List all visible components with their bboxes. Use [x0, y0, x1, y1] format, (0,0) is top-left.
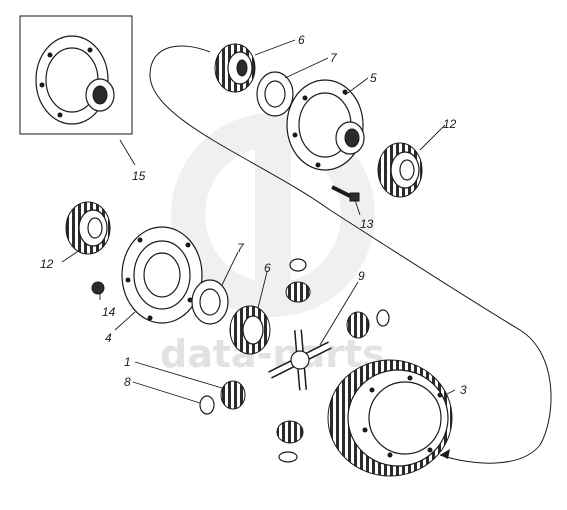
- washer-small-right: [376, 309, 390, 327]
- gear-6-top: [214, 43, 256, 93]
- bearing-12-right: [377, 142, 423, 198]
- bearing-12-left: [65, 201, 111, 255]
- callout-7-top: 7: [330, 51, 338, 65]
- ring-gear-3: [327, 359, 453, 477]
- bolt-13: [331, 185, 360, 202]
- nut-14: [91, 281, 105, 295]
- inset-housing-part: [35, 35, 115, 125]
- spider-9: [268, 329, 332, 391]
- pinion-bottom: [276, 420, 304, 444]
- callout-4: 4: [105, 331, 112, 345]
- washer-8: [199, 395, 215, 415]
- callout-12-left: 12: [40, 257, 54, 271]
- callout-3: 3: [460, 383, 467, 397]
- callout-6-top: 6: [298, 33, 305, 47]
- leader-lines: [61, 39, 456, 404]
- callout-14: 14: [102, 305, 116, 319]
- callout-9: 9: [358, 269, 365, 283]
- assembly-arrow: [440, 449, 450, 459]
- pinion-upper: [285, 281, 311, 303]
- callout-5: 5: [370, 71, 377, 85]
- callout-13: 13: [360, 217, 374, 231]
- watermark-text: data-parts: [160, 332, 385, 376]
- watermark-logo: [171, 113, 375, 317]
- gear-6-left: [229, 305, 271, 355]
- housing-4: [121, 226, 203, 324]
- washer-small-bottom: [278, 451, 298, 463]
- callout-15: 15: [132, 169, 146, 183]
- callout-6-left: 6: [264, 261, 271, 275]
- assembly-path-line: [149, 45, 552, 464]
- pinion-right: [346, 311, 370, 339]
- callout-labels: 15 6 7 5 12 13 12 14 4 7 6 9 1 8 3: [40, 33, 467, 397]
- washer-7-left: [191, 279, 229, 325]
- callout-1: 1: [124, 355, 131, 369]
- callout-8: 8: [124, 375, 131, 389]
- washer-7-top: [256, 71, 294, 117]
- pinion-1: [220, 380, 246, 410]
- washer-small-top: [289, 258, 307, 272]
- housing-5: [286, 79, 365, 171]
- callout-12-right: 12: [443, 117, 457, 131]
- callout-7-left: 7: [237, 241, 245, 255]
